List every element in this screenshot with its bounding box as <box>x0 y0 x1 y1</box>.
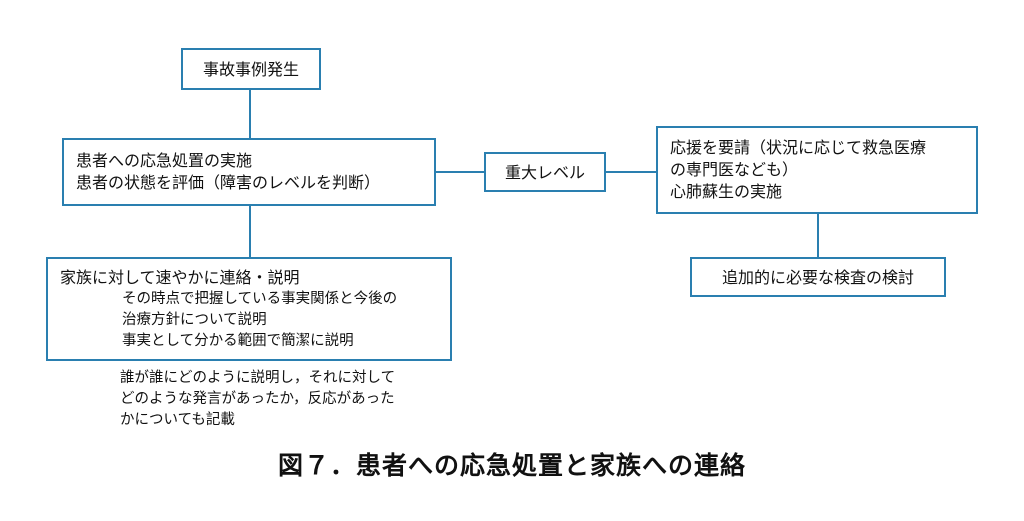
recording-note-line-3: かについても記載 <box>120 412 235 428</box>
additional-tests-label: 追加的に必要な検査の検討 <box>721 268 914 287</box>
additional-tests-box: 追加的に必要な検査の検討 <box>690 257 946 297</box>
family-contact-title: 家族に対して速やかに連絡・説明 <box>60 268 300 287</box>
call-help-line-2: の専門医なども） <box>670 160 799 179</box>
call-help-box: 応援を要請（状況に応じて救急医療 の専門医なども） 心肺蘇生の実施 <box>656 126 978 214</box>
family-contact-detail-1: その時点で把握している事実関係と今後の <box>122 291 398 307</box>
incident-label: 事故事例発生 <box>202 60 299 79</box>
figure-caption: 図７．患者への応急処置と家族への連絡 <box>277 451 746 480</box>
call-help-line-3: 心肺蘇生の実施 <box>670 182 783 201</box>
severe-level-box: 重大レベル <box>484 152 606 192</box>
family-contact-detail-3: 事実として分かる範囲で簡潔に説明 <box>122 333 354 349</box>
recording-note-line-1: 誰が誰にどのように説明し，それに対して <box>120 370 396 386</box>
family-contact-detail-2: 治療方針について説明 <box>122 312 267 328</box>
recording-note: 誰が誰にどのように説明し，それに対して どのような発言があったか，反応があった … <box>120 368 395 431</box>
recording-note-line-2: どのような発言があったか，反応があった <box>120 391 395 407</box>
call-help-line-1: 応援を要請（状況に応じて救急医療 <box>670 138 927 157</box>
first-aid-line-1: 患者への応急処置の実施 <box>76 151 253 170</box>
incident-box: 事故事例発生 <box>181 48 321 90</box>
first-aid-box: 患者への応急処置の実施 患者の状態を評価（障害のレベルを判断） <box>62 138 436 206</box>
family-contact-box: 家族に対して速やかに連絡・説明 その時点で把握している事実関係と今後の 治療方針… <box>46 257 452 361</box>
severe-level-label: 重大レベル <box>504 163 585 182</box>
first-aid-line-2: 患者の状態を評価（障害のレベルを判断） <box>76 173 381 192</box>
